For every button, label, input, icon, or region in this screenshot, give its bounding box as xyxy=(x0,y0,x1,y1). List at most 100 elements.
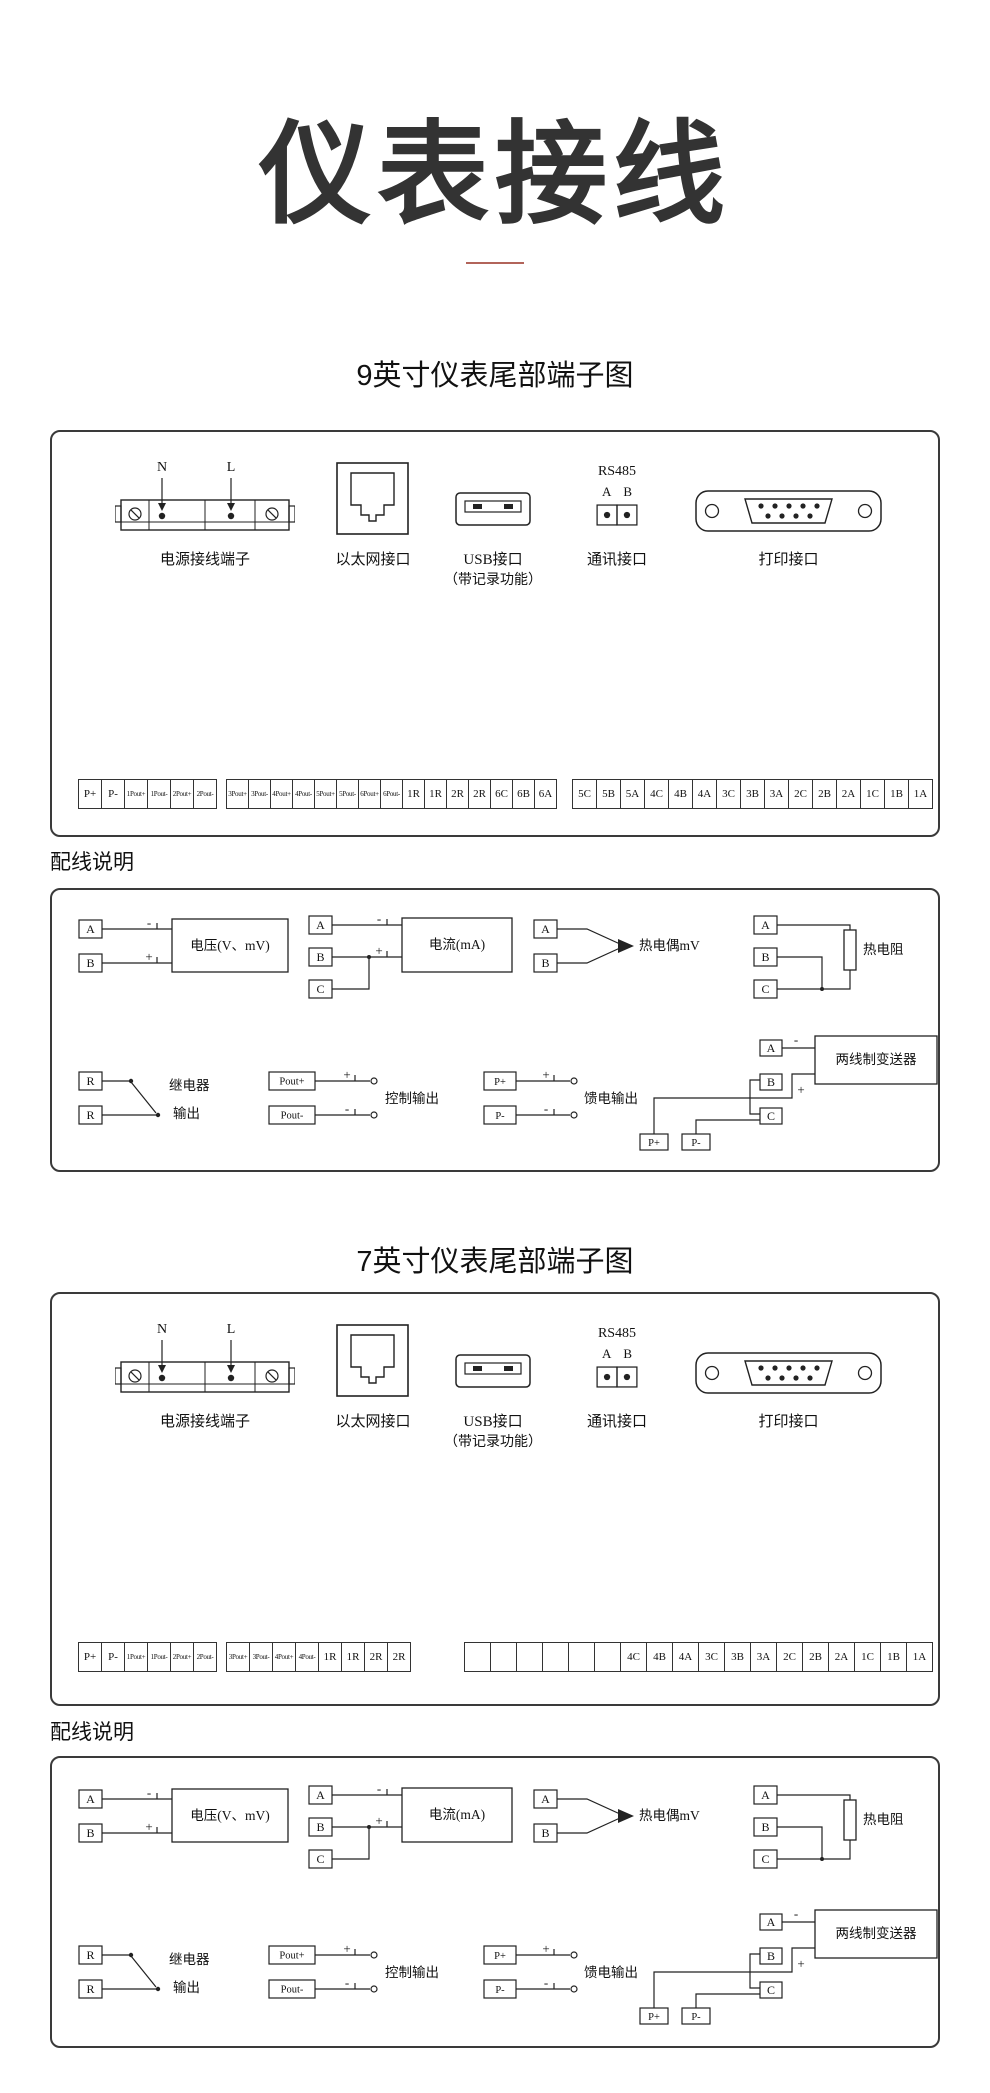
terminal-cell: 3A xyxy=(764,779,789,809)
relay-label-line1: 继电器 xyxy=(169,1078,210,1093)
terminal-cell: 1R xyxy=(318,1642,342,1672)
minus-sign: - xyxy=(794,1032,798,1047)
rtd-wiring-diagram: A B C 热电阻 xyxy=(752,914,904,1002)
rtd-wiring-diagram: A B C 热电阻 xyxy=(752,1784,904,1872)
terminal-cell xyxy=(516,1642,543,1672)
terminal-cell: 1A xyxy=(906,1642,933,1672)
feed-output-diagram: P+ P- + - 馈电输出 xyxy=(482,1070,638,1130)
usb-port: USB接口 （带记录功能） xyxy=(444,462,542,612)
control-output-diagram: Pout+ Pout- + - 控制输出 xyxy=(267,1070,439,1130)
terminal-cell: 3Pout+ xyxy=(226,779,249,809)
db9-connector-icon xyxy=(695,486,882,536)
terminal-a-label: A xyxy=(761,1788,770,1802)
terminal-cell xyxy=(542,1642,569,1672)
wiring-panel-9inch: A B - + 电压(V、mV) A B C - + 电流(mA) A B 热电… xyxy=(50,888,940,1172)
terminal-cell: 2R xyxy=(364,1642,388,1672)
terminal-cell: 5A xyxy=(620,779,645,809)
thermocouple-wiring-diagram: A B 热电偶mV xyxy=(532,918,700,974)
rs485-a-label: A xyxy=(601,1346,612,1361)
transmitter-box-label: 两线制变送器 xyxy=(836,1052,917,1067)
terminal-cell: 6A xyxy=(534,779,557,809)
terminal-cell: 3A xyxy=(750,1642,777,1672)
rs485-terminals-icon xyxy=(596,504,638,526)
rs485-b-label: B xyxy=(623,1346,633,1361)
plus-sign: + xyxy=(797,1956,804,1971)
terminal-cell: 1R xyxy=(402,779,425,809)
terminal-cell: 5Pout+ xyxy=(314,779,337,809)
terminal-cell: 2Pout+ xyxy=(170,779,194,809)
printer-port: 打印接口 xyxy=(695,462,882,612)
plus-sign: + xyxy=(343,1944,350,1956)
terminal-a-label: A xyxy=(767,1041,776,1055)
thermocouple-wiring-diagram: A B 热电偶mV xyxy=(532,1788,700,1844)
current-wiring-diagram: A B C - + 电流(mA) xyxy=(307,914,519,1002)
terminal-p-plus-label: P+ xyxy=(648,2012,660,2023)
feed-output-diagram: P+ P- + - 馈电输出 xyxy=(482,1944,638,2004)
terminal-cell: P- xyxy=(101,1642,125,1672)
terminal-p-plus-label: P+ xyxy=(494,1951,506,1962)
terminal-strip-block-2: 3Pout+3Pout-4Pout+4Pout-5Pout+5Pout-6Pou… xyxy=(226,779,557,809)
terminal-cell: 4A xyxy=(692,779,717,809)
terminal-cell: 6Pout+ xyxy=(358,779,381,809)
terminal-cell: 2Pout+ xyxy=(170,1642,194,1672)
terminal-cell: 5C xyxy=(572,779,597,809)
terminal-cell: 2C xyxy=(776,1642,803,1672)
terminal-cell xyxy=(464,1642,491,1672)
terminal-cell: 1B xyxy=(880,1642,907,1672)
terminal-cell: 1R xyxy=(341,1642,365,1672)
usb-icon xyxy=(455,1354,531,1388)
terminal-c-label: C xyxy=(316,982,324,996)
terminal-pout-plus-label: Pout+ xyxy=(279,1077,304,1088)
power-terminal-l-label: L xyxy=(226,1322,236,1337)
power-terminal-icon xyxy=(115,1338,295,1402)
plus-sign: + xyxy=(375,1813,382,1828)
power-terminal-port: N L 电源接线端子 xyxy=(115,460,295,612)
rs485-ab-labels: A B xyxy=(596,484,638,500)
db9-connector-icon xyxy=(695,1348,882,1398)
transmitter-box-label: 两线制变送器 xyxy=(836,1926,917,1941)
terminal-c-label: C xyxy=(767,1109,775,1123)
terminal-cell: 4B xyxy=(668,779,693,809)
rtd-label: 热电阻 xyxy=(863,942,904,957)
plus-sign: + xyxy=(797,1082,804,1097)
terminal-cell: 1Pout- xyxy=(147,779,171,809)
current-wiring-diagram: A B C - + 电流(mA) xyxy=(307,1784,519,1872)
plus-sign: + xyxy=(375,943,382,958)
thermocouple-label: 热电偶mV xyxy=(639,938,700,953)
minus-sign: - xyxy=(147,918,151,930)
terminal-c-label: C xyxy=(767,1983,775,1997)
terminal-cell: 4B xyxy=(646,1642,673,1672)
transmitter-wiring-diagram: A B C P+ P- - + 两线制变送器 xyxy=(610,1906,940,2030)
terminal-a-label: A xyxy=(541,922,550,936)
power-terminal-icon xyxy=(115,476,295,540)
terminal-cell: 2A xyxy=(828,1642,855,1672)
terminal-cell: 1Pout+ xyxy=(124,1642,148,1672)
terminal-b-label: B xyxy=(541,956,549,970)
control-output-diagram: Pout+ Pout- + - 控制输出 xyxy=(267,1944,439,2004)
rtd-label: 热电阻 xyxy=(863,1812,904,1827)
terminal-cell: 2Pout- xyxy=(193,1642,217,1672)
minus-sign: - xyxy=(147,1788,151,1800)
voltage-wiring-diagram: A B - + 电压(V、mV) xyxy=(77,918,295,974)
ethernet-port-label: 以太网接口 xyxy=(335,552,411,568)
power-terminal-l-label: L xyxy=(226,460,236,475)
terminal-b-label: B xyxy=(541,1826,549,1840)
terminal-r-label: R xyxy=(86,1982,94,1996)
minus-sign: - xyxy=(345,1975,349,1990)
wiring-heading-9inch: 配线说明 xyxy=(50,850,134,874)
transmitter-wiring-diagram: A B C P+ P- - + 两线制变送器 xyxy=(610,1032,940,1156)
plus-sign: + xyxy=(343,1070,350,1082)
terminal-strip-block-1: P+P-1Pout+1Pout-2Pout+2Pout- xyxy=(78,779,217,809)
terminal-cell xyxy=(594,1642,621,1672)
terminal-cell: 2R xyxy=(468,779,491,809)
relay-label-line2: 输出 xyxy=(173,1980,200,1995)
terminal-c-label: C xyxy=(316,1852,324,1866)
terminal-a-label: A xyxy=(86,922,95,936)
rs485-title: RS485 xyxy=(597,464,637,479)
terminal-cell: 1R xyxy=(424,779,447,809)
ethernet-port: 以太网接口 xyxy=(335,1324,411,1474)
minus-sign: - xyxy=(377,914,381,926)
